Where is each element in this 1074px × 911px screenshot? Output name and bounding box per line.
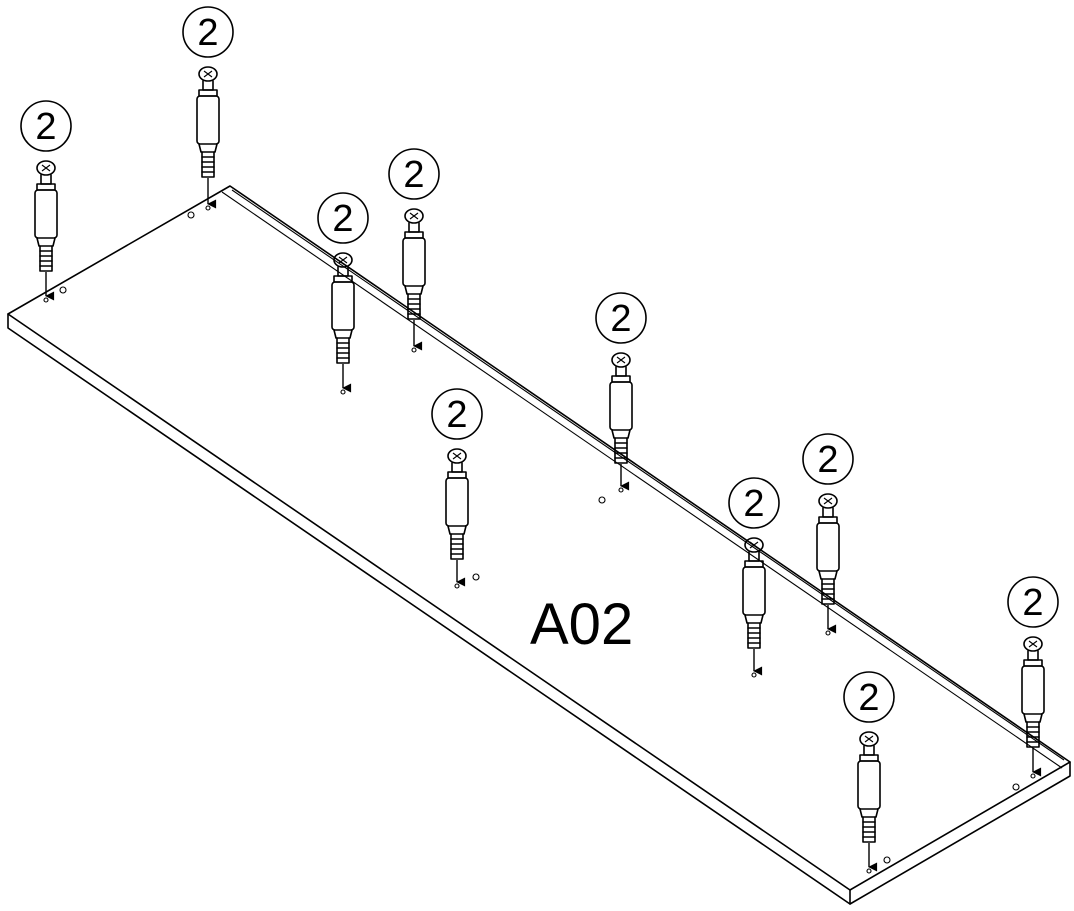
quantity-badge: 2 bbox=[843, 671, 895, 723]
fitting-1: 2 bbox=[20, 100, 72, 303]
quantity-badge: 2 bbox=[182, 6, 234, 58]
cam-dowel-icon bbox=[331, 252, 355, 364]
cam-dowel-icon bbox=[742, 537, 766, 649]
cam-dowel-icon bbox=[816, 493, 840, 605]
quantity-text: 2 bbox=[197, 12, 218, 54]
quantity-text: 2 bbox=[817, 439, 838, 481]
fitting-8: 2 bbox=[802, 433, 854, 636]
quantity-text: 2 bbox=[743, 483, 764, 525]
cam-dowel-fittings: 2 2 2 2 2 2 2 2 2 2 bbox=[20, 6, 1059, 874]
fitting-2: 2 bbox=[182, 6, 234, 211]
quantity-badge: 2 bbox=[728, 477, 780, 529]
quantity-badge: 2 bbox=[317, 192, 369, 244]
fitting-5: 2 bbox=[595, 292, 647, 493]
quantity-text: 2 bbox=[403, 154, 424, 196]
cam-dowel-icon bbox=[609, 352, 633, 464]
cam-dowel-icon bbox=[1021, 636, 1045, 748]
quantity-badge: 2 bbox=[431, 388, 483, 440]
fitting-3: 2 bbox=[317, 192, 369, 395]
quantity-badge: 2 bbox=[20, 100, 72, 152]
quantity-badge: 2 bbox=[595, 292, 647, 344]
quantity-text: 2 bbox=[446, 394, 467, 436]
fitting-6: 2 bbox=[431, 388, 483, 589]
quantity-badge: 2 bbox=[388, 148, 440, 200]
cam-dowel-icon bbox=[402, 208, 426, 320]
cam-dowel-icon bbox=[34, 160, 58, 272]
cam-dowel-icon bbox=[445, 448, 469, 560]
fitting-7: 2 bbox=[728, 477, 780, 678]
fitting-9: 2 bbox=[1007, 576, 1059, 779]
quantity-text: 2 bbox=[610, 298, 631, 340]
quantity-text: 2 bbox=[858, 677, 879, 719]
quantity-text: 2 bbox=[35, 106, 56, 148]
cam-dowel-icon bbox=[857, 731, 881, 843]
fitting-4: 2 bbox=[388, 148, 440, 353]
quantity-badge: 2 bbox=[1007, 576, 1059, 628]
cam-dowel-icon bbox=[196, 66, 220, 178]
panel-holes bbox=[59, 211, 1020, 864]
quantity-badge: 2 bbox=[802, 433, 854, 485]
part-label: A02 bbox=[530, 592, 633, 657]
quantity-text: 2 bbox=[1022, 582, 1043, 624]
fitting-10: 2 bbox=[843, 671, 895, 874]
quantity-text: 2 bbox=[332, 198, 353, 240]
panel-a02 bbox=[7, 185, 1071, 905]
